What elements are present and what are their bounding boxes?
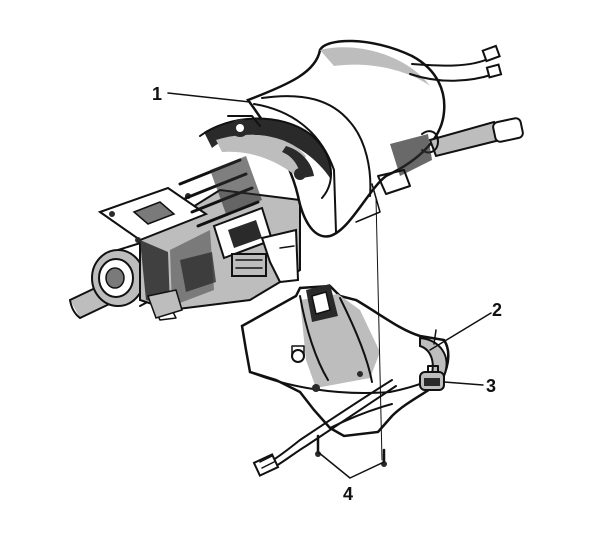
fastener-3: [419, 365, 445, 391]
wiring-harness: [355, 44, 524, 223]
pigtail-wire: [252, 379, 397, 477]
screws-4: [315, 434, 387, 467]
connector-icon: [485, 63, 503, 79]
lower-shroud: [240, 284, 450, 438]
leader-lines: [167, 92, 492, 479]
column-housing: [97, 156, 301, 321]
callout-3: 3: [486, 376, 496, 396]
callout-1: 1: [152, 84, 162, 104]
lever-knob-icon: [492, 117, 524, 143]
upper-shroud: [199, 39, 446, 238]
callout-4: 4: [343, 484, 353, 504]
callout-2: 2: [492, 300, 502, 320]
connector-icon: [252, 453, 280, 477]
connector-icon: [481, 44, 501, 63]
